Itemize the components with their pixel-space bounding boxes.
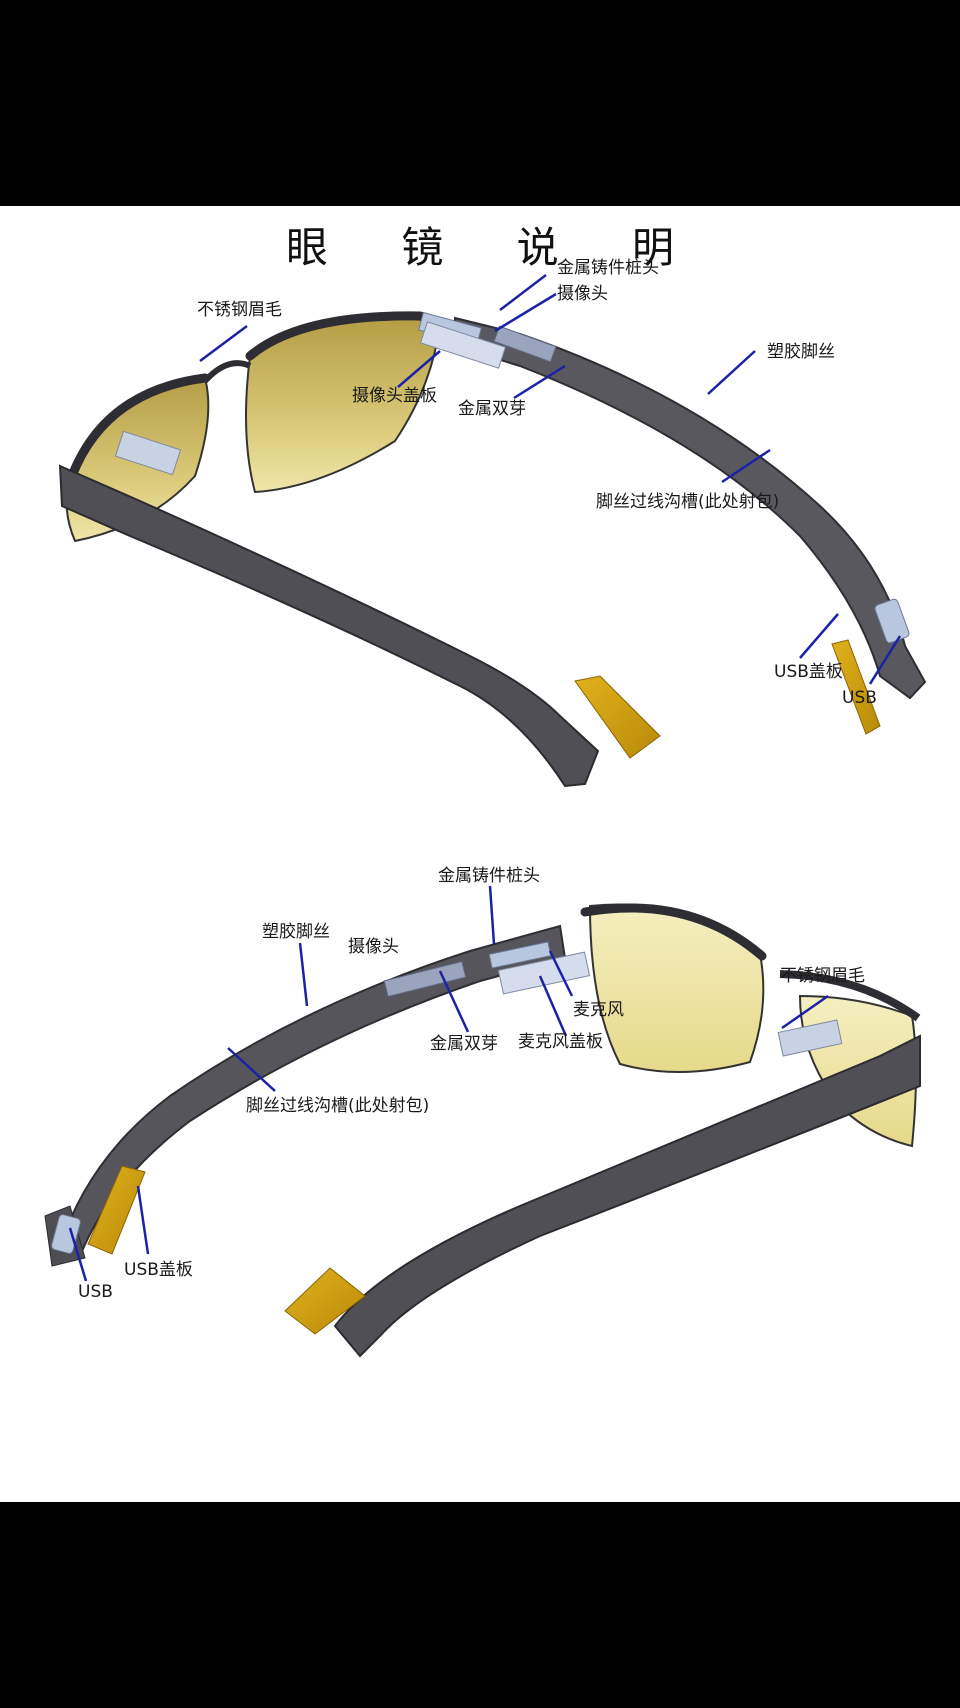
page-title: 眼 镜 说 明	[285, 223, 705, 272]
label-metal-fork-top: 金属双芽	[458, 399, 526, 419]
metal-fork-part-bottom	[383, 960, 467, 998]
far-usb-cover-bottom	[87, 1165, 146, 1255]
left-hinge-part	[114, 430, 182, 476]
label-plastic-temple-bottom: 塑胶脚丝	[262, 922, 330, 942]
diagram-sheet: 眼 镜 说 明	[0, 206, 960, 1502]
label-hinge-post-bottom: 金属铸件桩头	[438, 866, 540, 886]
label-usb-bottom: USB	[78, 1282, 113, 1302]
near-usb-cover-bottom	[284, 1267, 366, 1335]
microphone-module	[488, 941, 552, 969]
label-usb-cover-top: USB盖板	[774, 662, 843, 682]
top-glasses	[58, 274, 927, 788]
big-lens	[588, 903, 765, 1073]
far-temple-bottom	[58, 924, 567, 1258]
label-camera-top: 摄像头	[557, 284, 608, 304]
label-stainless-brow-bottom: 不锈钢眉毛	[780, 966, 865, 986]
far-usb-cover	[831, 639, 881, 735]
label-stainless-brow-top: 不锈钢眉毛	[197, 300, 282, 320]
label-usb-top: USB	[842, 688, 877, 708]
label-metal-fork-bottom: 金属双芽	[430, 1034, 498, 1054]
metal-fork-part	[493, 325, 557, 363]
label-camera-cover-top: 摄像头盖板	[352, 386, 437, 406]
label-hinge-post-top: 金属铸件桩头	[557, 258, 659, 278]
bridge	[202, 360, 252, 384]
near-temple	[58, 464, 600, 788]
left-brow-bar	[67, 373, 210, 481]
glasses-illustration	[44, 274, 927, 1358]
camera-cover-plate	[419, 321, 507, 369]
near-usb-cover	[574, 675, 661, 759]
label-camera-bottom: 摄像头	[348, 937, 399, 957]
big-brow-bar	[580, 903, 767, 961]
label-plastic-temple-top: 塑胶脚丝	[767, 342, 835, 362]
small-brow-bar	[779, 970, 921, 1022]
bottom-glasses	[44, 885, 921, 1358]
right-brow-bar	[245, 311, 445, 361]
right-hinge-part-bottom	[777, 1019, 843, 1057]
far-usb-port-bottom	[51, 1214, 81, 1254]
label-temple-groove-bottom: 脚丝过线沟槽(此处射包)	[246, 1096, 430, 1116]
label-microphone-bottom: 麦克风	[573, 1000, 624, 1020]
near-temple-bottom	[333, 1034, 921, 1358]
label-usb-cover-bottom: USB盖板	[124, 1260, 193, 1280]
label-mic-cover-bottom: 麦克风盖板	[518, 1032, 603, 1052]
label-temple-groove-top: 脚丝过线沟槽(此处射包)	[596, 492, 780, 512]
mic-cover-plate	[497, 951, 591, 995]
